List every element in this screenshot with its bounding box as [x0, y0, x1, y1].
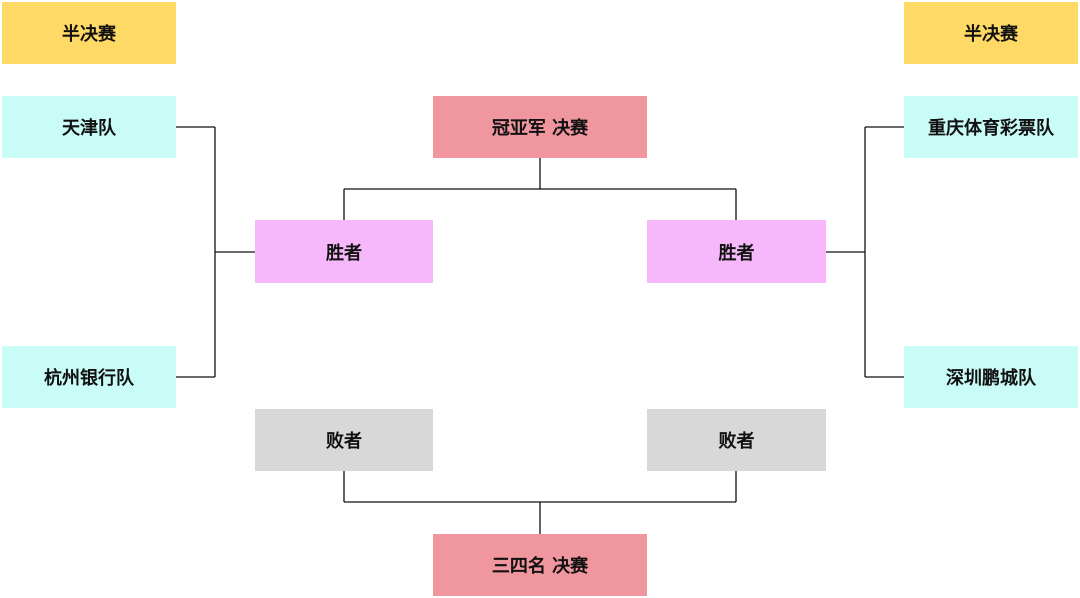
loser-box-right: 败者	[647, 409, 826, 471]
team-box-right-bottom: 深圳鹏城队	[904, 346, 1078, 408]
third-place-final-box: 三四名 决赛	[433, 534, 647, 596]
team-box-right-top: 重庆体育彩票队	[904, 96, 1078, 158]
team-box-left-top: 天津队	[2, 96, 176, 158]
right-stage-header: 半决赛	[904, 2, 1078, 64]
winner-box-left: 胜者	[255, 220, 433, 283]
winner-box-right: 胜者	[647, 220, 826, 283]
left-stage-header: 半决赛	[2, 2, 176, 64]
team-box-left-bottom: 杭州银行队	[2, 346, 176, 408]
championship-final-box: 冠亚军 决赛	[433, 96, 647, 158]
loser-box-left: 败者	[255, 409, 433, 471]
